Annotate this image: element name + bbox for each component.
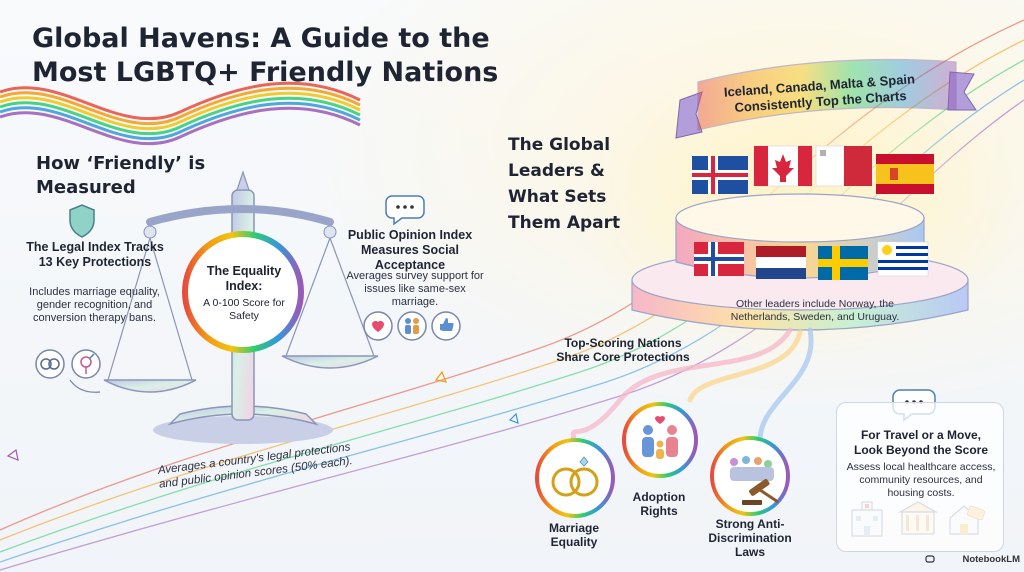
shield-icon: [69, 204, 95, 238]
page-title: Global Havens: A Guide to the Most LGBTQ…: [32, 23, 499, 88]
adoption-rights-label: Adoption Rights: [632, 490, 686, 518]
travel-advice-card: [836, 402, 1004, 552]
sparkles: [6, 370, 519, 461]
leaders-heading: The Global Leaders & What Sets Them Apar…: [508, 135, 621, 233]
ribbon-banner: [675, 58, 977, 139]
spain-flag: [876, 154, 934, 194]
gender-symbols-icon: [35, 349, 101, 379]
anti-discrimination-label: Strong Anti-Discrimination Laws: [708, 517, 792, 559]
balance-scale-icon: [103, 170, 379, 444]
iceland-flag: [692, 156, 748, 194]
marriage-equality-label: Marriage Equality: [548, 521, 600, 549]
uruguay-flag: [877, 241, 929, 277]
opinion-icons: [363, 311, 461, 341]
rainbow-streams: [570, 327, 814, 443]
netherlands-flag: [756, 246, 806, 279]
brand-label: NotebookLM: [962, 554, 1020, 565]
sweden-flag: [818, 246, 868, 280]
protections-heading: Top-Scoring Nations Share Core Protectio…: [556, 336, 690, 364]
public-opinion-desc: Averages survey support for issues like …: [346, 270, 484, 308]
connector-arrow: [69, 379, 101, 393]
travel-desc: Assess local healthcare access, communit…: [846, 461, 996, 499]
rainbow-ribbon: [0, 81, 361, 146]
other-leaders-text: Other leaders include Norway, the Nether…: [730, 298, 900, 323]
chat-bubble-icon: [385, 195, 425, 226]
legal-index-title: The Legal Index Tracks 13 Key Protection…: [26, 240, 164, 269]
equality-index-desc: A 0-100 Score for Safety: [203, 297, 285, 322]
malta-flag: [815, 145, 872, 187]
equality-index-title: The Equality Index:: [206, 264, 282, 293]
family-icon: [622, 402, 698, 478]
gavel-crowd-icon: [710, 436, 790, 516]
travel-title: For Travel or a Move, Look Beyond the Sc…: [853, 428, 989, 457]
measurement-heading: How ‘Friendly’ is Measured: [36, 153, 206, 198]
norway-flag: [694, 242, 744, 276]
public-opinion-title: Public Opinion Index Measures Social Acc…: [347, 228, 473, 272]
canada-flag: [753, 145, 813, 187]
rings-icon: [535, 438, 615, 518]
notebooklm-logo-icon: [925, 555, 935, 563]
legal-index-desc: Includes marriage equality, gender recog…: [29, 286, 160, 324]
